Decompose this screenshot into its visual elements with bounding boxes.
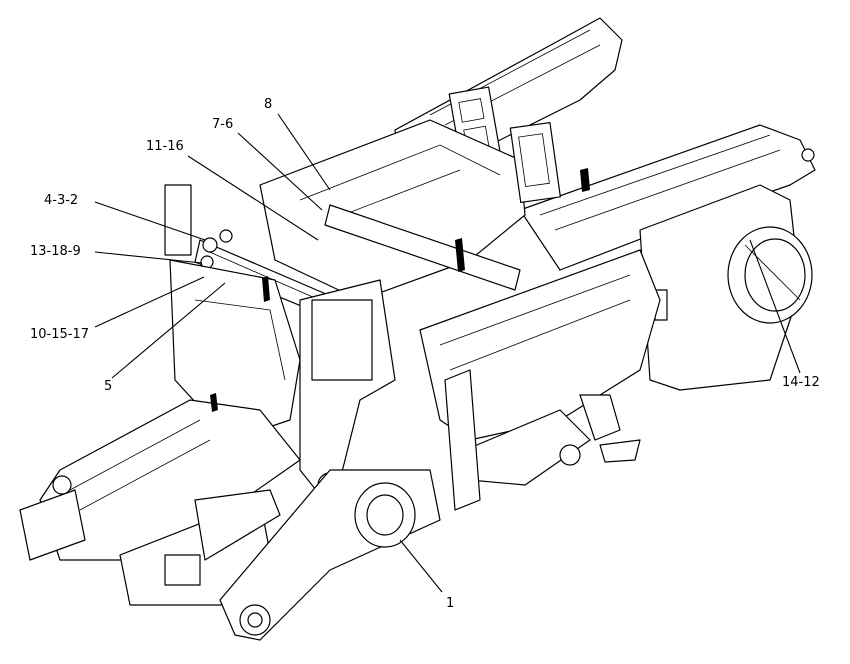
leader-lines <box>94 113 801 593</box>
leader-8 <box>277 113 331 191</box>
leader-13-18-9 <box>94 251 203 264</box>
callout-11-16: 11-16 <box>146 139 184 154</box>
callout-1: 1 <box>446 596 454 611</box>
callout-7-6: 7-6 <box>212 117 233 132</box>
callout-5: 5 <box>104 379 112 394</box>
callout-4-3-2: 4-3-2 <box>44 193 78 208</box>
leader-11-16 <box>187 155 319 241</box>
callout-13-18-9: 13-18-9 <box>30 244 81 259</box>
leader-5 <box>111 282 226 379</box>
leader-14-12 <box>749 239 801 374</box>
frame-assembly <box>19 17 816 641</box>
leader-1 <box>399 539 443 593</box>
callout-14-12: 14-12 <box>782 375 820 390</box>
callout-labels: 8 7-6 11-16 4-3-2 13-18-9 10-15-17 5 14-… <box>30 97 820 611</box>
leader-10-15-17 <box>94 276 205 328</box>
leader-4-3-2 <box>94 201 206 241</box>
callout-10-15-17: 10-15-17 <box>30 327 89 342</box>
callout-8: 8 <box>264 97 272 112</box>
leader-7-6 <box>237 132 323 211</box>
